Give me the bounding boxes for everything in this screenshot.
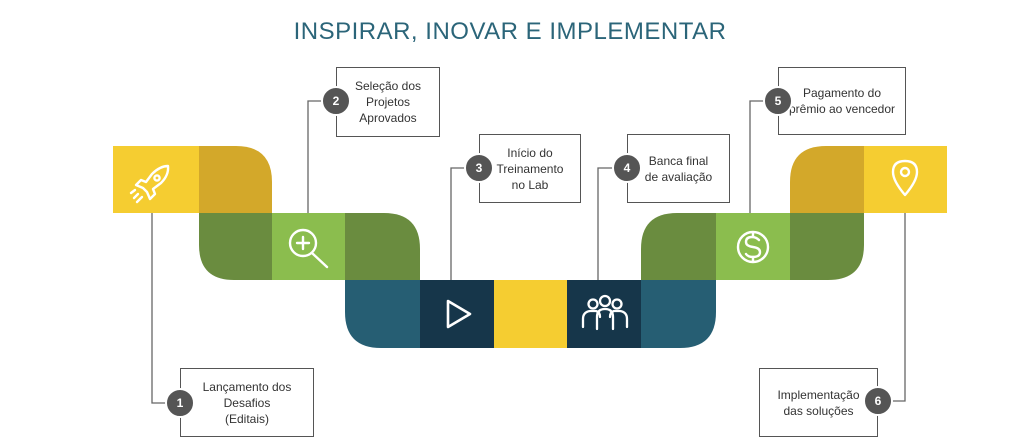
step-3-label: Início do Treinamento no Lab xyxy=(496,145,564,192)
ribbon-segment-green-right-a xyxy=(641,213,716,280)
step-5-box: Pagamento do prêmio ao vencedor xyxy=(778,67,906,135)
step-6-number-badge: 6 xyxy=(863,386,893,416)
connector-step-4 xyxy=(597,167,627,280)
magnifier-plus-icon xyxy=(288,228,329,269)
step-1-label: Lançamento dos Desafios (Editais) xyxy=(202,379,292,426)
play-icon xyxy=(446,299,472,329)
ribbon-segment-teal-left xyxy=(345,280,420,348)
ribbon-segment-mustard-left xyxy=(199,146,272,213)
step-3-number-badge: 3 xyxy=(464,153,494,183)
step-5-number-badge: 5 xyxy=(763,86,793,116)
location-pin-icon xyxy=(891,159,919,197)
step-5-label: Pagamento do prêmio ao vencedor xyxy=(788,86,896,116)
dollar-coin-icon xyxy=(736,230,770,264)
connector-step-2 xyxy=(307,100,336,213)
connector-step-5 xyxy=(749,100,778,213)
connector-step-6 xyxy=(878,213,906,402)
ribbon-segment-yellow-center xyxy=(494,280,567,348)
rocket-icon xyxy=(129,164,170,204)
ribbon-segment-yellow-right xyxy=(864,146,947,213)
step-4-box: Banca final de avaliação xyxy=(627,134,730,203)
step-6-box: Implementação das soluções xyxy=(759,368,878,437)
ribbon-segment-green-light-left xyxy=(272,213,345,280)
step-6-label: Implementação das soluções xyxy=(777,387,860,418)
step-4-number-badge: 4 xyxy=(612,153,642,183)
ribbon-segment-navy-left xyxy=(420,280,494,348)
ribbon-segment-mustard-right xyxy=(790,146,864,213)
step-2-number-badge: 2 xyxy=(321,86,351,116)
ribbon-segment-green-right-b xyxy=(790,213,864,280)
diagram-title: INSPIRAR, INOVAR E IMPLEMENTAR xyxy=(293,18,727,45)
step-1-number-badge: 1 xyxy=(165,388,195,418)
step-4-label: Banca final de avaliação xyxy=(644,153,713,184)
step-1-box: Lançamento dos Desafios (Editais) xyxy=(180,368,314,437)
ribbon-segment-navy-right xyxy=(567,280,641,348)
ribbon-segment-green-left-a xyxy=(199,213,272,280)
ribbon-segment-green-left-b xyxy=(345,213,420,280)
people-group-icon xyxy=(581,294,629,331)
step-2-label: Seleção dos Projetos Aprovados xyxy=(354,79,422,125)
step-2-box: Seleção dos Projetos Aprovados xyxy=(336,67,440,137)
ribbon-path xyxy=(113,146,947,348)
connector-step-3 xyxy=(450,167,479,280)
ribbon-segment-teal-right xyxy=(641,280,716,348)
step-3-box: Início do Treinamento no Lab xyxy=(479,134,581,203)
connector-step-1 xyxy=(151,213,180,404)
